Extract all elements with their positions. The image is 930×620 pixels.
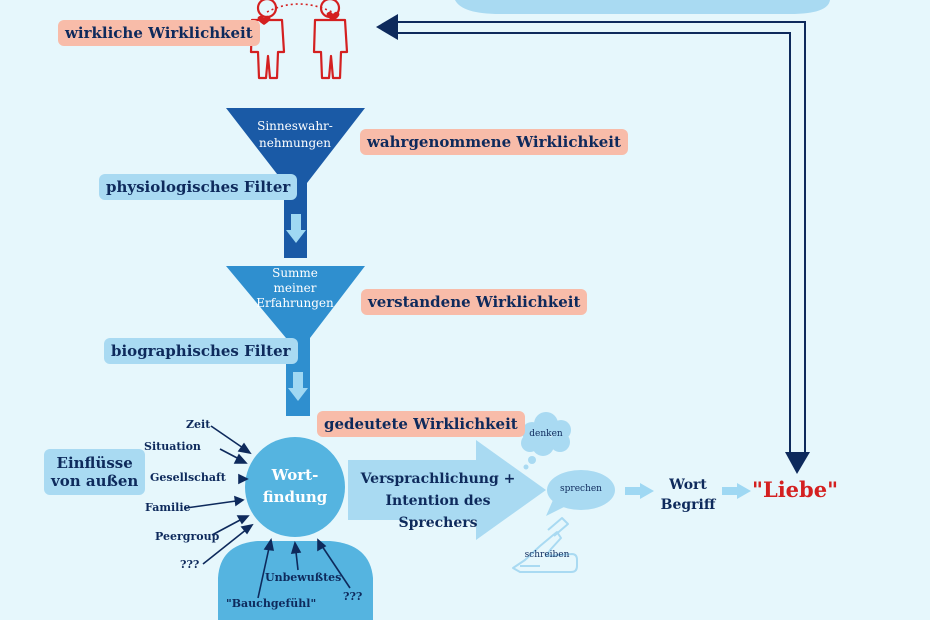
influence-arrows <box>185 425 254 565</box>
word-finding-line-2: findung <box>262 488 328 506</box>
person-body <box>218 541 373 620</box>
mode-speak: sprechen <box>560 484 602 494</box>
word-line: Wort <box>669 477 707 493</box>
result-word-liebe: "Liebe" <box>752 477 839 502</box>
speech-bubble-icon <box>546 470 615 516</box>
label-interpreted-reality: gedeutete Wirklichkeit <box>317 411 525 437</box>
top-cloud-shape <box>455 0 830 14</box>
feedback-arrowhead-left <box>376 14 398 40</box>
down-arrow-icon-1 <box>286 214 306 243</box>
process-line-2: Intention des Sprechers <box>385 493 491 531</box>
word-finding-text: Wort- findung <box>248 464 342 508</box>
process-text: Versprachlichung + Intention des Spreche… <box>350 468 526 534</box>
mode-write: schreiben <box>524 550 570 560</box>
down-arrow-icon-2 <box>288 372 308 401</box>
label-physiological-filter: physiologisches Filter <box>99 174 298 200</box>
thought-cloud-icon <box>521 412 571 470</box>
mode-think: denken <box>529 429 563 439</box>
funnel-top-text: Sinneswahr- nehmungen <box>236 118 354 152</box>
label-real-reality: wirkliche Wirklichkeit <box>58 20 260 46</box>
concept-line: Begriff <box>660 497 716 513</box>
inner-unconscious: Unbewußtes <box>265 571 342 584</box>
word-concept-text: Wort Begriff <box>655 475 721 515</box>
writing-hand-icon <box>512 517 578 573</box>
word-finding-line-1: Wort- <box>271 466 319 484</box>
inner-unknown: ??? <box>343 590 363 603</box>
heart-icon-right <box>326 11 340 21</box>
process-arrow <box>348 440 546 540</box>
label-perceived-reality: wahrgenommene Wirklichkeit <box>360 129 628 155</box>
small-right-arrow-1 <box>625 483 654 499</box>
influences-line-2: von außen <box>51 472 139 490</box>
feedback-arrowhead-down <box>785 452 810 474</box>
process-line-1: Versprachlichung + <box>360 471 516 487</box>
person-head <box>245 437 345 537</box>
funnel-middle-line-1: Summe <box>272 266 318 280</box>
feedback-arrow <box>396 21 806 456</box>
small-right-arrow-2 <box>722 483 751 499</box>
heart-icon-left <box>257 15 271 25</box>
label-external-influences: Einflüsse von außen <box>44 449 146 495</box>
funnel-middle-line-2: meiner <box>273 281 317 295</box>
influence-time: Zeit <box>186 418 211 431</box>
funnel-middle-text: Summe meiner Erfahrungen <box>236 266 354 311</box>
influence-society: Gesellschaft <box>150 471 226 484</box>
people-icon <box>249 0 349 80</box>
funnel-middle-line-3: Erfahrungen <box>256 296 334 310</box>
funnel-top-line-1: Sinneswahr- <box>257 119 333 133</box>
influence-peergroup: Peergroup <box>155 530 220 543</box>
influences-line-1: Einflüsse <box>56 454 133 472</box>
label-understood-reality: verstandene Wirklichkeit <box>361 289 588 315</box>
influence-unknown: ??? <box>180 558 200 571</box>
label-biographical-filter: biographisches Filter <box>104 338 298 364</box>
inner-arrows <box>257 537 351 599</box>
inner-gut-feeling: "Bauchgefühl" <box>226 597 317 610</box>
influence-situation: Situation <box>144 440 201 453</box>
funnel-top-line-2: nehmungen <box>259 136 331 150</box>
influence-family: Familie <box>145 501 191 514</box>
